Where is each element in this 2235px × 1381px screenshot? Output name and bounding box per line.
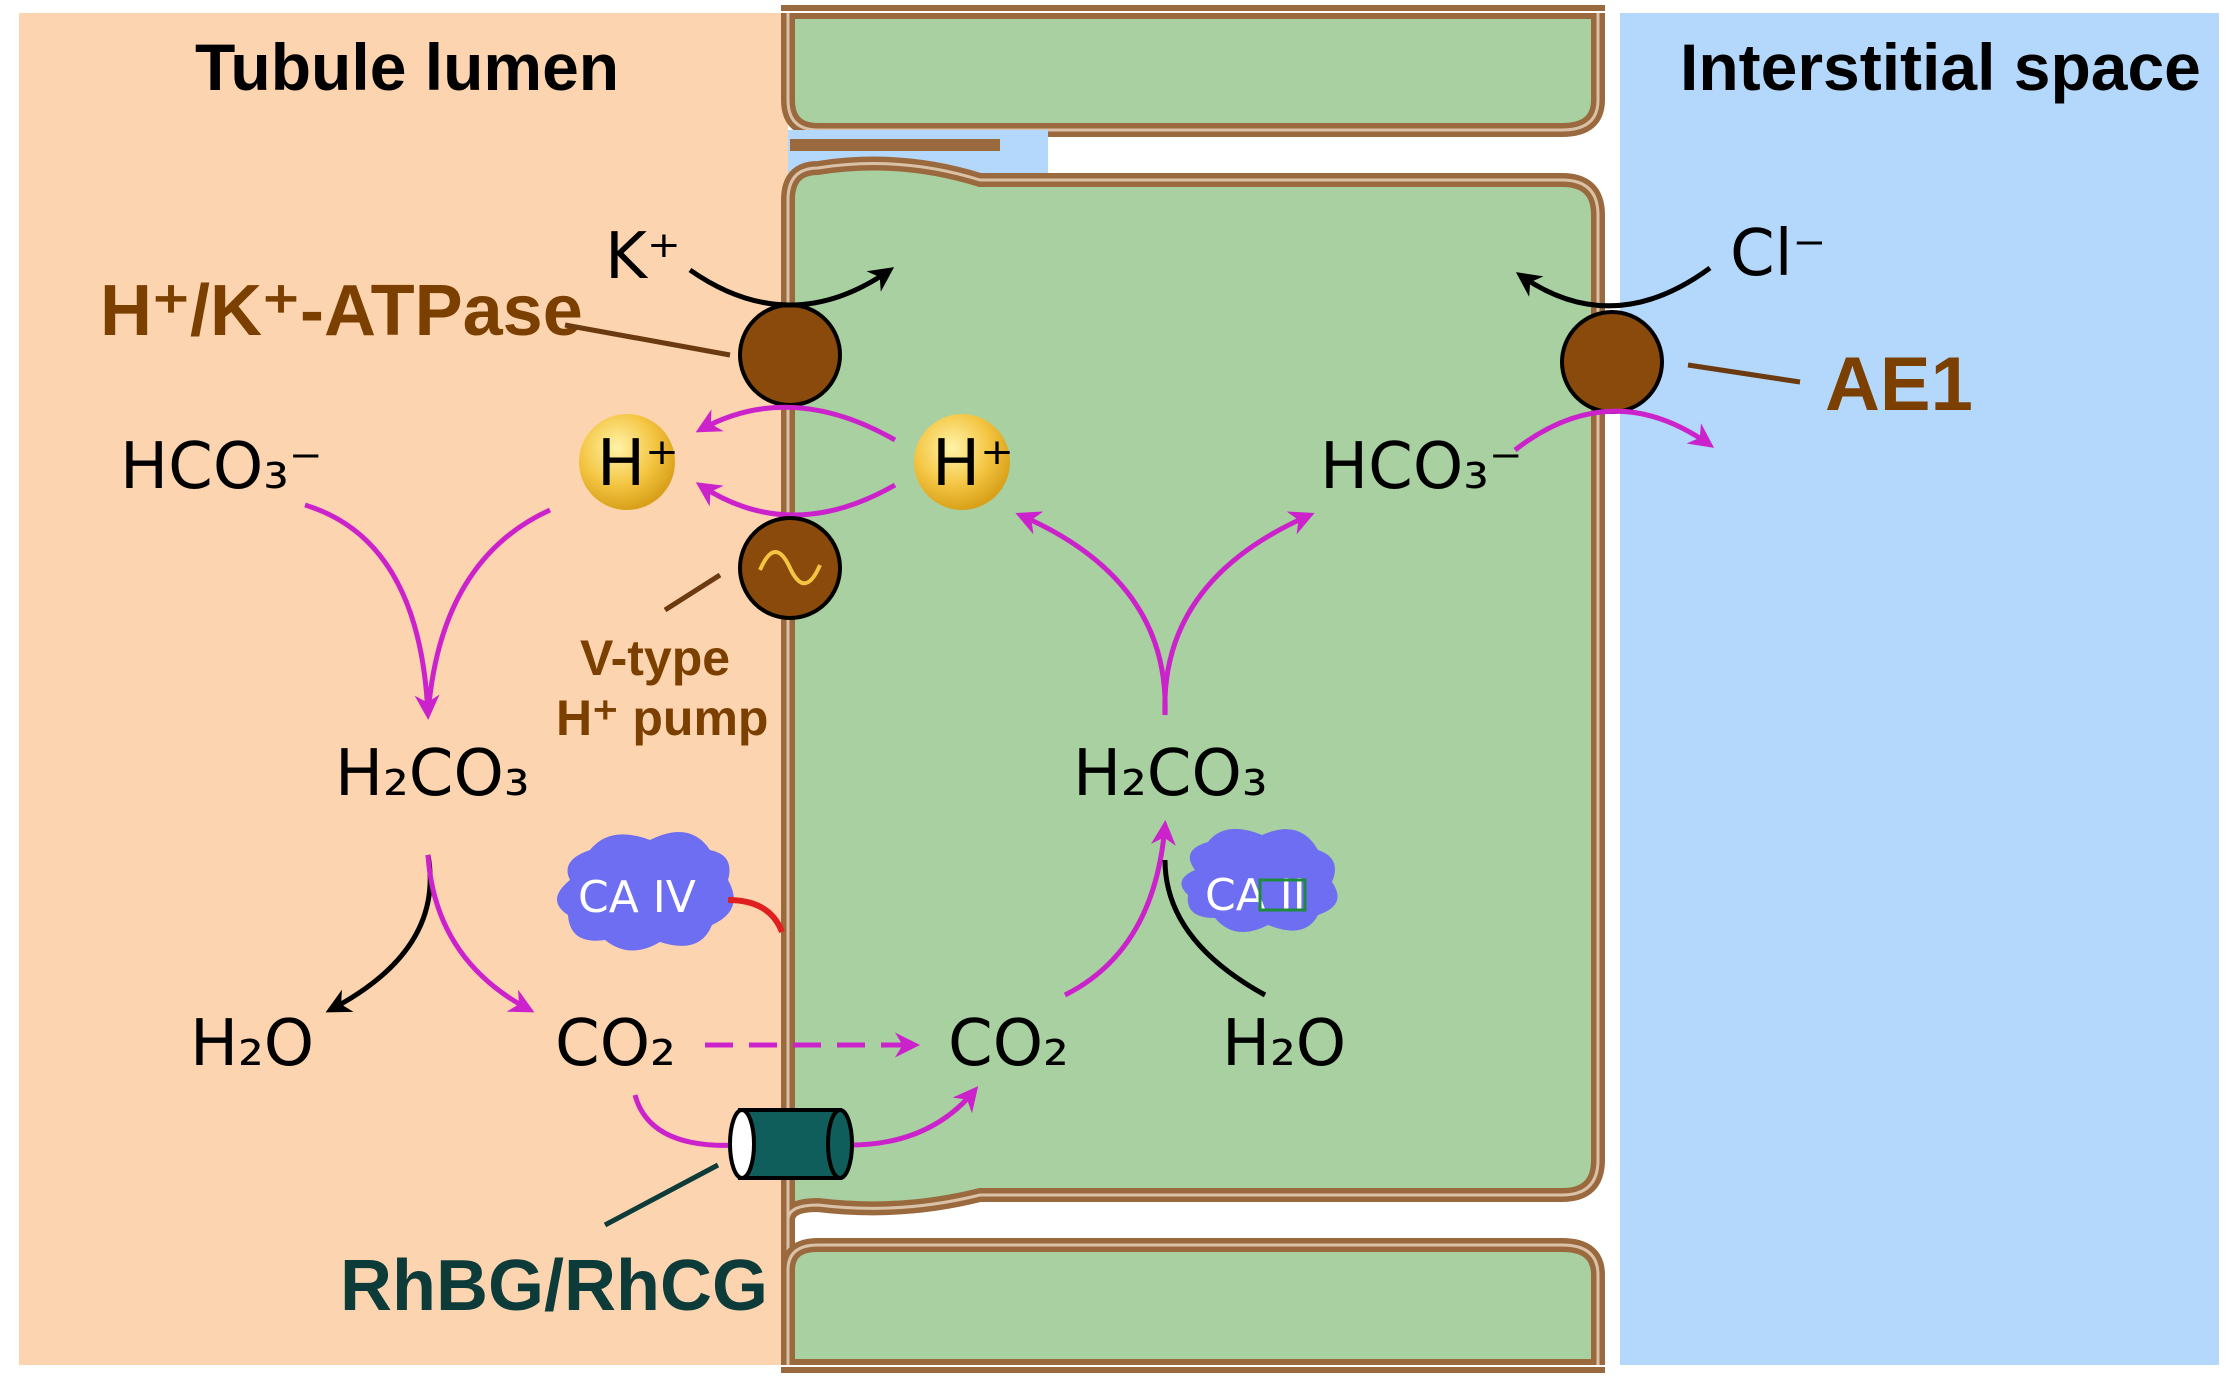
lumen-h2o-label: H₂O — [190, 1007, 314, 1081]
cell-co2-arrow — [1063, 820, 1176, 998]
ca4-membrane-anchor — [727, 897, 785, 934]
cell-h2o-join — [1162, 859, 1267, 998]
hco3-efflux-arrow — [1513, 408, 1715, 452]
proton-cell — [914, 414, 1010, 510]
cell-hco3-arrow — [1162, 511, 1315, 716]
ca2-label: CA II — [1205, 870, 1306, 921]
proton-secretion-arrow-lower — [695, 482, 897, 518]
proton-secretion-arrow-upper — [695, 404, 897, 443]
hk-atpase-transporter — [738, 303, 842, 407]
lumen-title: Tubule lumen — [195, 30, 619, 104]
cell-hco3-label: HCO₃⁻ — [1320, 430, 1523, 504]
lumen-h-merge-arrow — [425, 507, 552, 716]
cl-ion-label: Cl⁻ — [1730, 217, 1826, 291]
lumen-hco3-label: HCO₃⁻ — [120, 430, 323, 504]
v-pump-leader — [663, 572, 722, 613]
ae1-transporter — [1560, 310, 1664, 414]
interstitial-space-region — [1620, 12, 2220, 1366]
v-pump-label-line1: V-type — [580, 630, 730, 686]
cell-h2o-label: H₂O — [1222, 1007, 1346, 1081]
proton-lumen-label: H⁺ — [597, 427, 679, 501]
cell-co2-label: CO₂ — [948, 1007, 1069, 1081]
tubule-lumen-region — [18, 12, 788, 1366]
ca4-label: CA IV — [578, 872, 696, 923]
ca4-enzyme — [556, 832, 734, 951]
rh-leader — [603, 1162, 720, 1228]
lumen-co2-arrow — [425, 854, 535, 1013]
intercalated-cell-bottom — [781, 1238, 1605, 1373]
frame — [17, 11, 2221, 1367]
ae1-label: AE1 — [1825, 342, 1973, 427]
lumen-hco3-arrow — [304, 502, 440, 720]
v-pump-label-line2: H⁺ pump — [556, 690, 768, 746]
intercalated-cell-top — [781, 5, 1605, 137]
proton-lumen — [579, 414, 675, 510]
k-transport-arrow — [688, 267, 895, 308]
rh-label: RhBG/RhCG — [340, 1246, 768, 1326]
ca2-marker-box — [1258, 878, 1307, 912]
proton-cell-label: H⁺ — [932, 427, 1014, 501]
hk-atpase-label: H⁺/K⁺-ATPase — [100, 271, 583, 351]
k-ion-label: K⁺ — [605, 220, 681, 294]
rh-channel-opening — [728, 1108, 756, 1180]
ae1-leader — [1687, 362, 1801, 385]
cl-transport-arrow — [1515, 265, 1712, 309]
rh-channel-end — [826, 1108, 854, 1180]
interstitial-title: Interstitial space — [1680, 30, 2201, 104]
lumen-co2-label: CO₂ — [555, 1007, 676, 1081]
cell-h2co3-label: H₂CO₃ — [1073, 737, 1268, 811]
cell-h-arrow — [1015, 511, 1168, 716]
lumen-h2co3-label: H₂CO₃ — [335, 737, 530, 811]
hk-atpase-leader — [564, 322, 731, 358]
atp-wave-icon — [758, 550, 822, 586]
